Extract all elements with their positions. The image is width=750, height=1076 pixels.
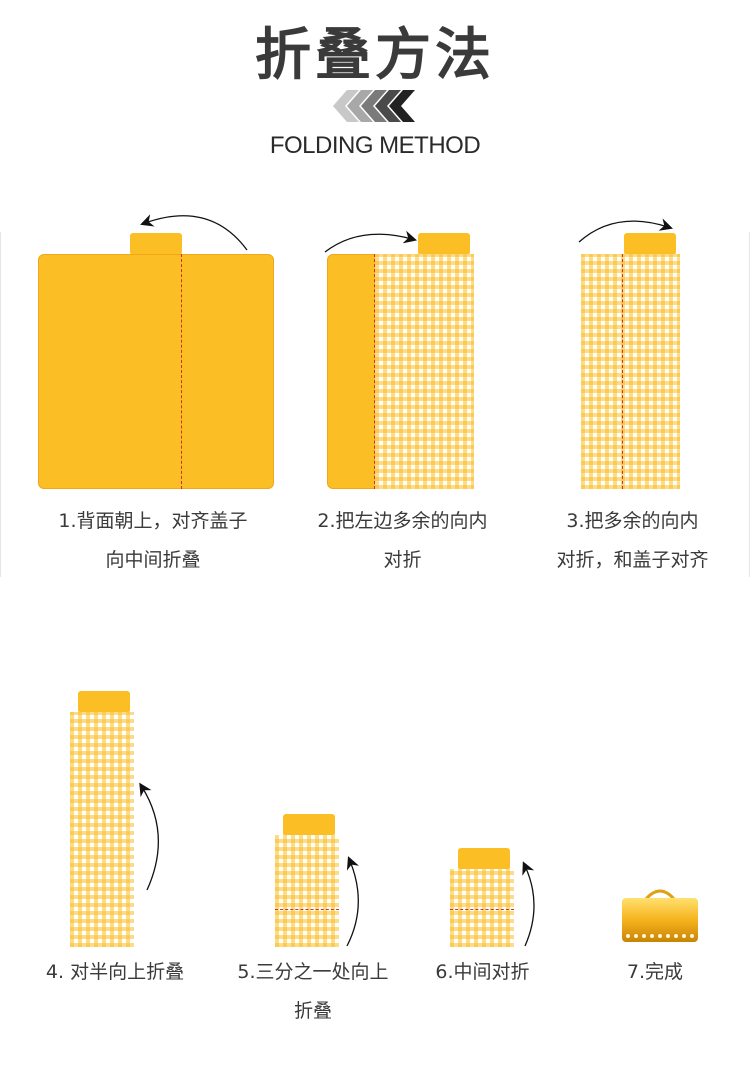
step-4-caption: 4. 对半向上折叠: [20, 953, 210, 992]
step-1-caption: 1.背面朝上，对齐盖子 向中间折叠: [28, 502, 278, 580]
fold-line: [450, 909, 514, 910]
chevrons-left-icon: [333, 90, 415, 122]
step-2-line-1: 2.把左边多余的向内: [317, 510, 488, 532]
arrow-icon: [346, 856, 359, 947]
fold-line: [181, 254, 182, 489]
arrow-icon: [522, 861, 535, 947]
step-1-line-2: 向中间折叠: [105, 549, 201, 571]
step-7-line-1: 7.完成: [626, 961, 684, 983]
lid: [418, 233, 470, 255]
step-1-line-1: 1.背面朝上，对齐盖子: [58, 510, 248, 532]
arrow-icon: [324, 230, 418, 253]
fold-line: [275, 909, 339, 910]
mat-back-side: [38, 254, 274, 489]
lid: [624, 233, 676, 255]
lid: [130, 233, 182, 255]
step-2-line-2: 对折: [383, 549, 422, 571]
step-2-caption: 2.把左边多余的向内 对折: [290, 502, 515, 580]
step-7-caption: 7.完成: [600, 953, 710, 992]
mat-gingham: [581, 254, 680, 489]
step-3-caption: 3.把多余的向内 对折，和盖子对齐: [530, 502, 735, 580]
mat-gingham: [275, 835, 339, 947]
step-4-line-1: 4. 对半向上折叠: [45, 961, 185, 983]
mat-gingham: [70, 712, 134, 947]
page-title: 折叠方法: [255, 23, 495, 88]
lid: [458, 848, 510, 870]
step-6-line-1: 6.中间对折: [435, 961, 530, 983]
step-3-line-2: 对折，和盖子对齐: [556, 549, 709, 571]
mat-gingham: [375, 254, 474, 489]
mat-gingham: [450, 869, 514, 947]
mat-folded-part: [327, 254, 377, 489]
fold-line: [374, 254, 375, 489]
lid: [283, 814, 335, 836]
finished-mat-icon: [622, 889, 698, 942]
step-3-line-1: 3.把多余的向内: [566, 510, 699, 532]
lid: [78, 691, 130, 713]
panel-left-border: [0, 232, 1, 577]
step-5-line-2: 折叠: [293, 1000, 332, 1022]
arrow-icon: [139, 782, 160, 891]
step-6-caption: 6.中间对折: [420, 953, 545, 992]
step-5-line-1: 5.三分之一处向上: [237, 961, 389, 983]
page-subtitle: FOLDING METHOD: [269, 132, 481, 159]
step-5-caption: 5.三分之一处向上 折叠: [218, 953, 408, 1031]
fold-line: [622, 254, 623, 489]
